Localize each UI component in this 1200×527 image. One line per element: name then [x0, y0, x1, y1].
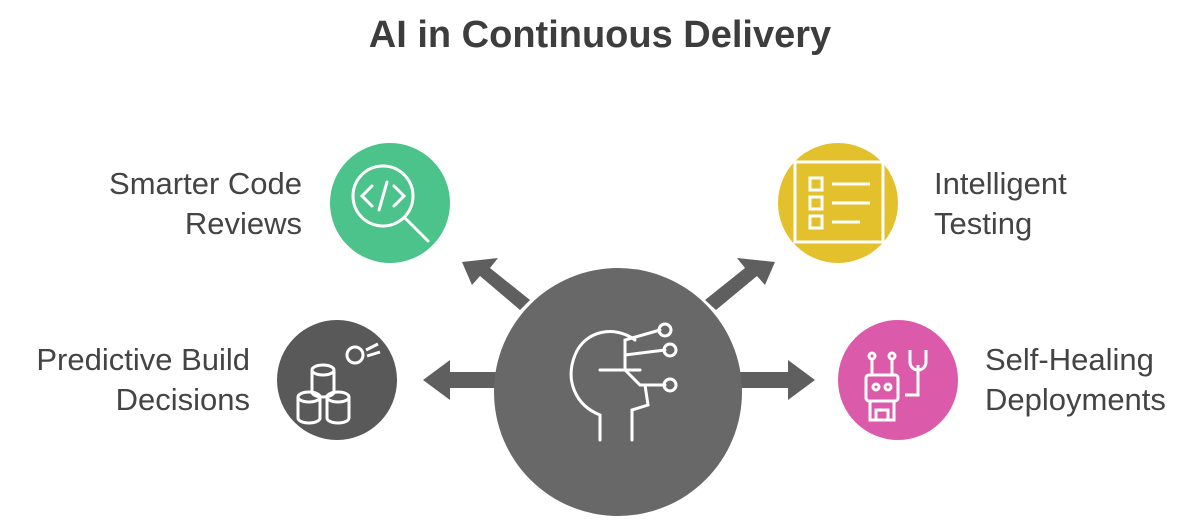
intelligent-testing-label: Intelligent Testing	[934, 164, 1067, 244]
code-search-icon	[351, 164, 430, 243]
robot-wrench-icon	[864, 350, 928, 422]
arrow-upper-left	[462, 258, 530, 310]
label-line: Smarter Code	[109, 166, 302, 201]
label-line: Self-Healing	[985, 342, 1154, 377]
predictive-build-label: Predictive Build Decisions	[0, 340, 250, 420]
arrow-right	[738, 360, 815, 400]
ai-head-icon	[569, 322, 678, 442]
code-review-circle	[330, 143, 450, 263]
database-icon	[296, 342, 381, 425]
label-line: Intelligent	[934, 166, 1067, 201]
smarter-code-reviews-label: Smarter Code Reviews	[40, 164, 302, 244]
label-line: Deployments	[985, 382, 1166, 417]
arrow-upper-right	[705, 258, 775, 310]
arrows	[423, 258, 815, 400]
diagram-title: AI in Continuous Delivery	[368, 14, 832, 56]
center-circle	[494, 268, 742, 516]
label-line: Decisions	[115, 382, 250, 417]
label-line: Reviews	[184, 206, 302, 241]
label-line: Testing	[934, 206, 1033, 241]
label-line: Predictive Build	[36, 342, 250, 377]
checklist-icon	[793, 160, 885, 244]
arrow-left	[423, 360, 500, 400]
self-healing-label: Self-Healing Deployments	[985, 340, 1166, 420]
